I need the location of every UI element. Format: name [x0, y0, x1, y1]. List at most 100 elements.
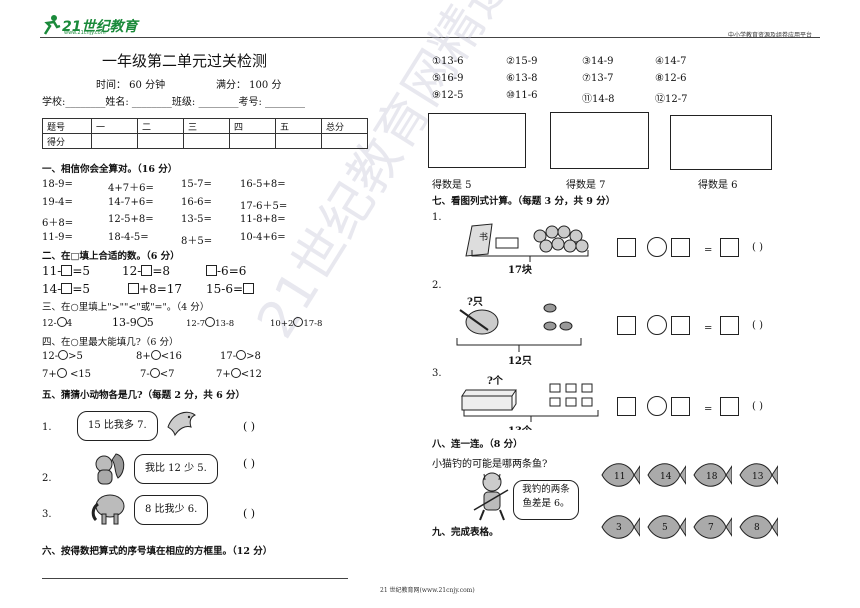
answer-box-5[interactable]	[428, 113, 526, 168]
compare-item: 12-4	[42, 317, 72, 329]
answer-paren[interactable]: ( )	[243, 457, 256, 470]
total-brace-icon	[456, 338, 582, 352]
unknown-label: ?只	[467, 297, 483, 308]
score-input[interactable]	[275, 133, 322, 149]
compare-circle[interactable]	[136, 317, 147, 327]
max-text: 7-	[140, 369, 150, 380]
max-text: 7+	[42, 369, 57, 380]
calc-item: 18-9=	[42, 179, 73, 190]
bottom-rule	[42, 578, 348, 579]
score-cell: 总分	[321, 118, 368, 134]
calc-item: 12-5+8=	[108, 214, 154, 225]
operator-circle[interactable]	[647, 315, 667, 335]
expr-item: ①13-6	[432, 56, 464, 67]
section-7-title: 七、看图列式计算。（每题 3 分，共 9 分）	[432, 196, 616, 207]
fish-icon[interactable]	[738, 460, 778, 490]
fish-icon[interactable]	[600, 460, 640, 490]
calc-item: 13-5=	[181, 214, 212, 225]
score-cell: 二	[137, 118, 184, 134]
answer-paren[interactable]: ( )	[243, 507, 256, 520]
fill-box[interactable]	[206, 265, 217, 276]
answer-box[interactable]	[720, 238, 739, 257]
compare-circle[interactable]	[293, 317, 304, 327]
score-input[interactable]	[183, 133, 230, 149]
question-number: 3.	[42, 509, 52, 520]
max-circle[interactable]	[58, 350, 69, 360]
score-input[interactable]	[321, 133, 368, 149]
max-circle[interactable]	[149, 368, 160, 378]
section-4-title: 四、在○里最大能填几?（6 分）	[42, 337, 179, 348]
unit-paren[interactable]: ( )	[752, 320, 763, 331]
fish-icon[interactable]	[738, 512, 778, 542]
unit-paren[interactable]: ( )	[752, 242, 763, 253]
bees-hive-icon	[459, 303, 573, 335]
score-input[interactable]	[91, 133, 138, 149]
fill-text: 12-	[122, 264, 142, 278]
operator-circle[interactable]	[647, 237, 667, 257]
section-5-title: 五、猜猜小动物各是几?（每题 2 分，共 6 分）	[42, 390, 246, 401]
fill-box[interactable]	[128, 283, 139, 294]
fish-number: 5	[662, 523, 668, 533]
expr-item: ⑧12-6	[655, 73, 687, 84]
fish-icon[interactable]	[600, 512, 640, 542]
fish-icon[interactable]	[692, 512, 732, 542]
fill-text: =5	[72, 282, 91, 296]
equation-box[interactable]	[617, 238, 636, 257]
fill-box[interactable]	[243, 283, 255, 294]
answer-box-7[interactable]	[550, 112, 649, 169]
operator-circle[interactable]	[647, 396, 667, 416]
question-number: 1.	[432, 212, 442, 223]
calc-item: 8＋5=	[181, 236, 213, 247]
fill-box[interactable]	[141, 265, 153, 276]
answer-box-6[interactable]	[670, 115, 772, 170]
fill-box[interactable]	[61, 283, 73, 294]
equation-box[interactable]	[617, 316, 636, 335]
max-circle[interactable]	[150, 350, 161, 360]
score-input[interactable]	[229, 133, 276, 149]
answer-box[interactable]	[720, 397, 739, 416]
calc-item: 6＋8=	[42, 218, 74, 229]
logo-text: 21世纪教育	[62, 19, 138, 35]
fish-icon[interactable]	[692, 460, 732, 490]
compare-circle[interactable]	[205, 317, 216, 327]
equation-box[interactable]	[671, 397, 690, 416]
fill-text: =8	[152, 264, 171, 278]
speech-bubble: 8 比我少 6.	[134, 495, 209, 525]
score-cell: 四	[229, 118, 276, 134]
max-item: 7+ <15	[42, 368, 91, 380]
max-circle[interactable]	[236, 350, 247, 360]
fish-number: 7	[708, 523, 714, 533]
max-circle[interactable]	[56, 368, 67, 378]
equation-box[interactable]	[671, 316, 690, 335]
compare-circle[interactable]	[56, 317, 67, 327]
calc-item: 4+7＋6=	[108, 183, 154, 194]
max-item: 7-<7	[140, 368, 175, 380]
answer-paren[interactable]: ( )	[243, 420, 256, 433]
answer-box[interactable]	[720, 316, 739, 335]
section-1-title: 一、相信你会全算对。（16 分）	[42, 164, 178, 175]
fish-number: 11	[614, 472, 626, 482]
equation-box[interactable]	[617, 397, 636, 416]
expr-item: ③14-9	[582, 56, 614, 67]
section-6-title: 六、按得数把算式的序号填在相应的方框里。（12 分）	[42, 546, 273, 557]
squirrel-icon	[95, 453, 125, 485]
fish-icon[interactable]	[646, 512, 686, 542]
max-text: 17-	[220, 351, 237, 362]
score-cell: 五	[275, 118, 322, 134]
max-circle[interactable]	[230, 368, 241, 378]
fish-icon[interactable]	[646, 460, 686, 490]
fill-item: -6=6	[206, 264, 246, 278]
max-text: 12-	[42, 351, 59, 362]
score-input[interactable]	[137, 133, 184, 149]
equation-box[interactable]	[671, 238, 690, 257]
max-item: 17->8	[220, 350, 261, 362]
fishing-cat-icon	[473, 472, 509, 521]
fish-number: 8	[754, 523, 760, 533]
unit-paren[interactable]: ( )	[752, 401, 763, 412]
fill-item: 14-=5	[42, 282, 90, 296]
logo-url: www.21cnjy.com	[64, 30, 106, 36]
fill-box[interactable]	[61, 265, 73, 276]
calc-item: 14-7+6=	[108, 197, 154, 208]
